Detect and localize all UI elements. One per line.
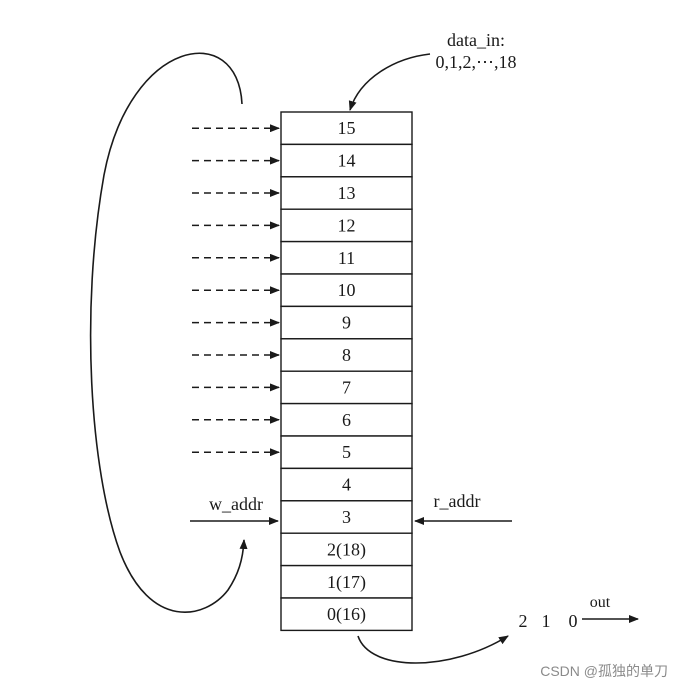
memory-cell-label: 0(16) bbox=[327, 604, 366, 625]
memory-cell-label: 8 bbox=[342, 345, 351, 365]
memory-cell bbox=[280, 143, 413, 178]
data-in-label: data_in: bbox=[447, 30, 505, 50]
memory-cell-label: 6 bbox=[342, 410, 351, 430]
memory-cell bbox=[280, 338, 413, 372]
output-arrow bbox=[357, 635, 509, 664]
memory-cell bbox=[280, 208, 413, 243]
memory-cell-label: 11 bbox=[338, 248, 355, 268]
r-addr-label: r_addr bbox=[434, 491, 481, 511]
memory-cell-label: 1(17) bbox=[327, 572, 366, 593]
memory-cells: 15 14 13 12 11 10 9 8 7 6 5 4 3 2(18) 1(17) 0(16) bbox=[280, 111, 413, 632]
memory-cell-label: 13 bbox=[338, 183, 356, 203]
pending-write-arrows bbox=[192, 124, 280, 457]
memory-cell bbox=[280, 597, 413, 632]
memory-cell-label: 12 bbox=[338, 215, 356, 235]
wrap-around-loop bbox=[89, 52, 248, 613]
memory-cell bbox=[280, 532, 413, 567]
data-in-sequence: 0,1,2,⋯,18 bbox=[436, 52, 517, 72]
memory-cell bbox=[280, 435, 413, 470]
output-value: 2 bbox=[519, 611, 528, 631]
memory-cell-label: 7 bbox=[342, 377, 351, 397]
memory-cell bbox=[280, 467, 413, 502]
memory-cell-label: 10 bbox=[338, 280, 356, 300]
memory-cell-label: 14 bbox=[338, 151, 356, 171]
out-label: out bbox=[590, 594, 611, 611]
w-addr-label: w_addr bbox=[209, 494, 263, 514]
watermark: CSDN @孤独的单刀 bbox=[540, 663, 668, 679]
memory-cell-label: 15 bbox=[338, 118, 356, 138]
memory-cell bbox=[280, 402, 413, 437]
memory-cell-label: 2(18) bbox=[327, 539, 366, 560]
data-in-arrow bbox=[348, 53, 431, 111]
memory-cell-label: 3 bbox=[342, 507, 351, 527]
memory-cell-label: 4 bbox=[342, 475, 351, 495]
output-value: 1 bbox=[542, 611, 551, 631]
output-value: 0 bbox=[569, 611, 578, 631]
memory-cell bbox=[280, 273, 413, 308]
memory-cell-label: 9 bbox=[342, 313, 351, 333]
memory-cell bbox=[280, 111, 413, 146]
memory-cell-label: 5 bbox=[342, 442, 351, 462]
